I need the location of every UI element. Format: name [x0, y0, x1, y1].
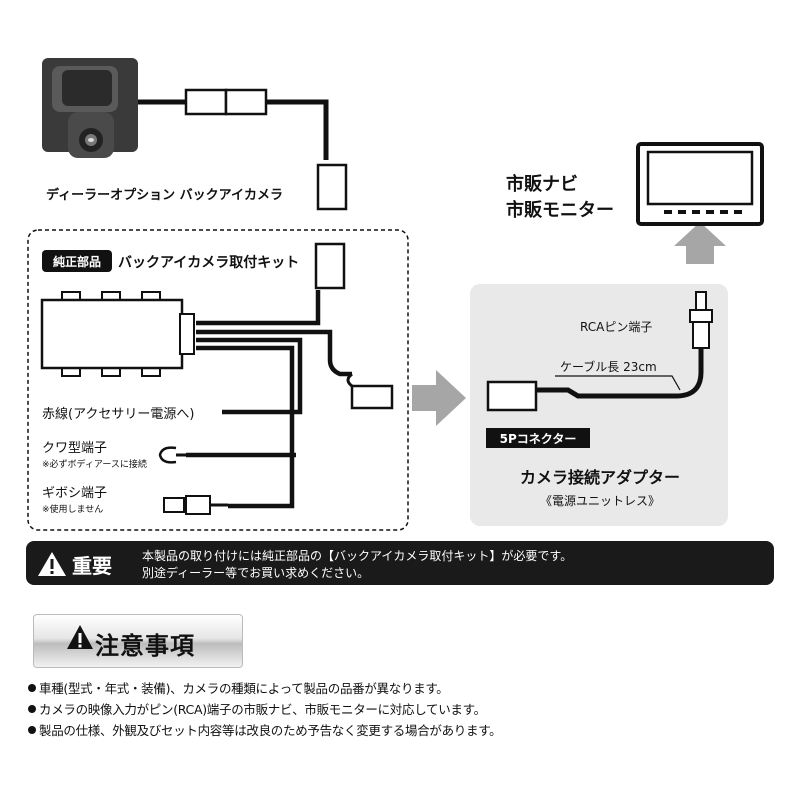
kit-title: バックアイカメラ取付キット [118, 254, 299, 271]
bullet-icon [28, 726, 36, 734]
caution-title: 注意事項 [95, 632, 195, 660]
adapter-cable [536, 348, 704, 399]
kuwa-label: クワ型端子 [42, 441, 107, 456]
kit-badge [42, 250, 112, 272]
monitor-label-1: 市販ナビ [506, 173, 578, 195]
important-line-2: 別途ディーラー等でお買い求めください。 [142, 565, 369, 580]
kit-frame [27, 229, 409, 531]
caution-item: カメラの映像入力がピン(RCA)端子の市販ナビ、市販モニターに対応しています。 [28, 699, 788, 720]
bullet-icon [28, 684, 36, 692]
inline-connector-b [224, 88, 268, 116]
important-bar [26, 541, 774, 585]
caution-banner [33, 614, 243, 668]
right-arrow-icon [412, 370, 466, 426]
inline-connector-a [184, 88, 228, 116]
camera-unit [42, 58, 138, 158]
5p-connector [486, 380, 538, 412]
caution-item: 製品の仕様、外観及びセット内容等は改良のため予告なく変更する場合があります。 [28, 720, 788, 741]
adapter-title: カメラ接続アダプター [520, 468, 680, 487]
important-line-1: 本製品の取り付けには純正部品の【バックアイカメラ取付キット】が必要です。 [142, 548, 572, 563]
junction-box [40, 291, 195, 377]
harness-wires [186, 290, 352, 509]
kit-socket [314, 242, 346, 290]
gibosi-terminal-icon [163, 495, 228, 515]
cable-length-label: ケーブル長 23cm [560, 359, 657, 374]
gibosi-label: ギボシ端子 [42, 486, 107, 501]
caution-item: 車種(型式・年式・装備)、カメラの種類によって製品の品番が異なります。 [28, 678, 788, 699]
camera-cable [138, 99, 329, 160]
monitor-label-2: 市販モニター [506, 199, 614, 221]
cable-leader-line [555, 375, 681, 391]
harness-plug [350, 384, 394, 410]
warning-icon [38, 552, 66, 576]
adapter-subtitle: 《電源ユニットレス》 [540, 494, 660, 508]
caution-warning-icon [67, 625, 93, 649]
bullet-icon [28, 705, 36, 713]
kuwa-note: ※必ずボディアースに接続 [42, 458, 147, 470]
red-wire-label: 赤線(アクセサリー電源へ) [42, 406, 195, 422]
rca-label: RCAピン端子 [580, 320, 652, 334]
rca-plug-icon [689, 291, 713, 349]
up-arrow-icon [674, 222, 726, 264]
caution-list: 車種(型式・年式・装備)、カメラの種類によって製品の品番が異なります。 カメラの… [28, 678, 788, 741]
kit-badge-text: 純正部品 [53, 254, 101, 269]
gibosi-note: ※使用しません [42, 503, 103, 515]
monitor-icon [636, 142, 764, 226]
important-label: 重要 [72, 554, 112, 578]
camera-plug [316, 163, 348, 211]
connector-label: 5Pコネクター [500, 432, 577, 446]
connector-badge [486, 428, 590, 448]
kuwa-terminal-icon [158, 446, 186, 464]
camera-label: ディーラーオプション バックアイカメラ [46, 187, 283, 203]
adapter-panel [470, 284, 728, 526]
